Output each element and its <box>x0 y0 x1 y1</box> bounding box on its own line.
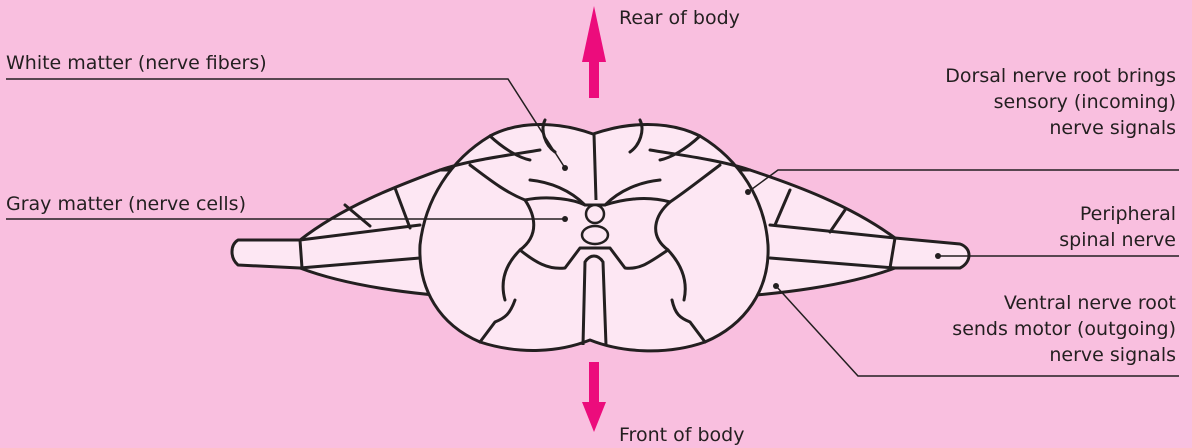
front-arrow <box>582 362 606 432</box>
dorsal-label-line-3: nerve signals <box>945 115 1176 141</box>
white-matter-label: White matter (nerve fibers) <box>6 50 267 76</box>
peripheral-nerve-label: Peripheral spinal nerve <box>1059 201 1176 253</box>
gray-matter-label: Gray matter (nerve cells) <box>6 191 246 217</box>
peripheral-label-line-2: spinal nerve <box>1059 227 1176 253</box>
rear-arrow <box>582 6 606 98</box>
ventral-nerve-root-label: Ventral nerve root sends motor (outgoing… <box>952 290 1176 368</box>
dorsal-nerve-root-label: Dorsal nerve root brings sensory (incomi… <box>945 63 1176 141</box>
ventral-label-line-1: Ventral nerve root <box>952 290 1176 316</box>
peripheral-label-line-1: Peripheral <box>1059 201 1176 227</box>
rear-of-body-label: Rear of body <box>619 5 740 31</box>
dorsal-label-line-2: sensory (incoming) <box>945 89 1176 115</box>
dorsal-label-line-1: Dorsal nerve root brings <box>945 63 1176 89</box>
ventral-label-line-3: nerve signals <box>952 342 1176 368</box>
front-of-body-label: Front of body <box>619 422 744 448</box>
ventral-label-line-2: sends motor (outgoing) <box>952 316 1176 342</box>
